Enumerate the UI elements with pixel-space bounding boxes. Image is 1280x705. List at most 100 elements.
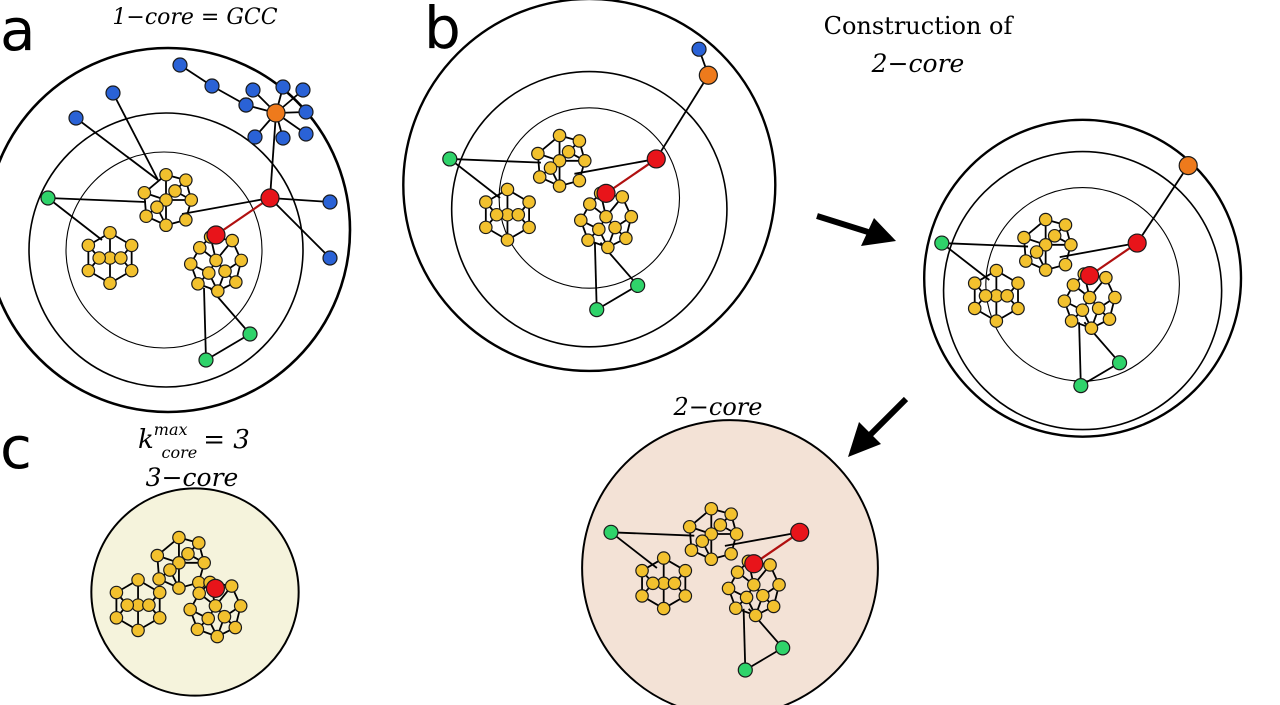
green-node [737, 662, 753, 678]
core-cluster-node [1064, 238, 1078, 252]
core-cluster-node [522, 195, 536, 209]
blue-node [172, 57, 188, 73]
core-cluster-node [152, 585, 167, 600]
green-node [775, 640, 791, 656]
blue-node [238, 97, 254, 113]
core-cluster-node [131, 623, 145, 638]
hub-red-edge [1089, 242, 1138, 277]
red-node [205, 578, 226, 598]
core-cluster-node [543, 161, 558, 175]
core-cluster-node [615, 190, 630, 204]
core-cluster-node [573, 213, 588, 228]
periphery-edge [47, 197, 103, 241]
core-cluster-node [704, 501, 719, 516]
ring-2 [942, 150, 1223, 431]
core-cluster-node [479, 195, 493, 209]
core-cluster-node [1057, 294, 1072, 308]
core-cluster-node [967, 276, 982, 291]
core-cluster-node [159, 218, 173, 233]
core-cluster-node [150, 200, 164, 215]
green-node [40, 190, 56, 206]
core-cluster-node [92, 251, 106, 265]
core-cluster-node [1038, 212, 1053, 227]
core-cluster-node [1058, 218, 1073, 232]
blue-node [298, 104, 314, 120]
core-cluster-node [1000, 289, 1014, 303]
blue-node [691, 41, 707, 57]
red-node [1127, 233, 1147, 253]
core-cluster-node [209, 253, 223, 268]
ring-2 [28, 112, 304, 388]
core-cluster-node [233, 599, 248, 613]
core-cluster-node [192, 240, 207, 255]
core-cluster-node [730, 565, 745, 579]
core-cluster-node [1099, 270, 1113, 285]
core-cluster-node [572, 134, 587, 148]
core-cluster-node [1075, 303, 1090, 317]
ring-1 [402, 0, 777, 373]
core-cluster-node [1011, 301, 1025, 316]
blue-edge [269, 197, 331, 203]
core-cluster-node [704, 552, 719, 567]
periphery-edge [941, 242, 1029, 248]
core-cluster-node [682, 519, 697, 534]
arrow-down-left [848, 396, 909, 457]
core-cluster-node [191, 536, 206, 550]
core-cluster-node [183, 602, 197, 617]
green-node [1073, 378, 1089, 394]
orange-node [266, 103, 286, 123]
orange-edge [655, 74, 710, 160]
red-node [596, 183, 616, 203]
blue-node [298, 126, 314, 142]
ring-1 [922, 118, 1243, 438]
core-cluster-node [500, 233, 515, 247]
core-cluster-node [192, 586, 207, 601]
core-cluster-node [190, 622, 205, 637]
core-cluster-node [201, 266, 216, 280]
core-cluster-node [724, 507, 738, 521]
core-cluster-node [120, 598, 135, 612]
core-cluster-node [1038, 238, 1053, 252]
core-cluster-node [583, 197, 597, 211]
core-cluster-node [159, 193, 173, 207]
three-core-label: 3−core [146, 463, 239, 492]
core-cluster-node [619, 231, 633, 246]
green-node [198, 352, 214, 368]
core-cluster-node [172, 555, 186, 570]
blue-node [105, 85, 121, 101]
arrow-right [816, 213, 896, 246]
core-cluster-node [684, 543, 699, 558]
two-core-label: 2−core [673, 393, 763, 421]
core-cluster-node [572, 173, 587, 188]
core-cluster-node [172, 581, 186, 595]
periphery-edge [596, 284, 639, 311]
core-cluster-node [592, 222, 606, 237]
periphery-edge [205, 333, 251, 361]
core-cluster-node [724, 547, 738, 561]
hub-edge [574, 158, 657, 175]
core-cluster-node [635, 563, 649, 578]
panel-letter-c: c [0, 414, 32, 482]
core-cluster-node [763, 558, 777, 572]
orange-node [698, 65, 718, 85]
core-cluster-node [159, 167, 173, 182]
core-cluster-node [1038, 263, 1053, 277]
core-cluster-node [81, 263, 96, 278]
core-cluster-node [511, 207, 526, 222]
network-panel-a [0, 46, 352, 414]
core-cluster-node [978, 289, 993, 303]
core-cluster-node [114, 251, 128, 265]
core-cluster-node [531, 146, 545, 161]
red-node [260, 188, 280, 208]
core-cluster-node [678, 589, 693, 603]
core-cluster-node [139, 209, 153, 224]
core-cluster-node [229, 275, 243, 289]
blue-node [247, 129, 263, 145]
periphery-edge [941, 242, 990, 281]
core-cluster-node [191, 277, 205, 291]
red-node [1080, 266, 1100, 286]
core-cluster-node [1018, 254, 1033, 268]
hub-edge [724, 531, 800, 547]
core-cluster-node [989, 263, 1004, 278]
core-cluster-node [168, 184, 182, 198]
